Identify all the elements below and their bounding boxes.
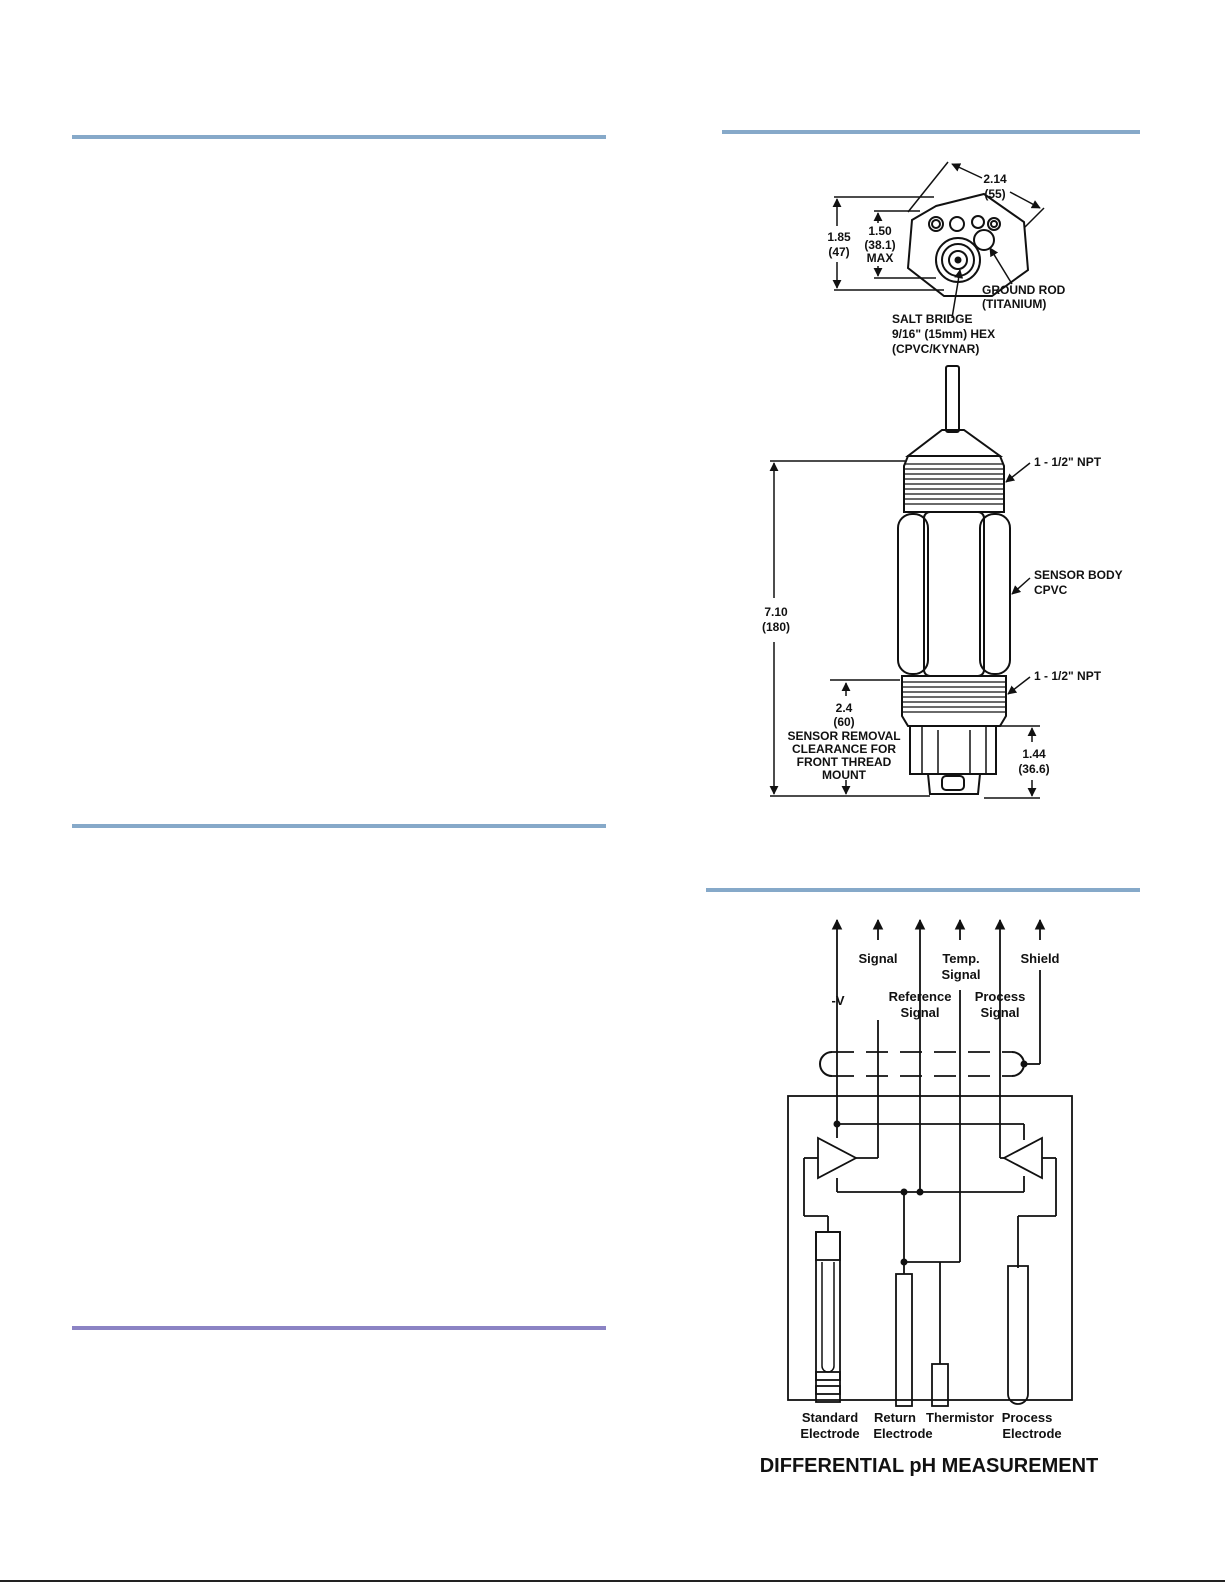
label-reference-1: Reference [889,989,952,1004]
clearance-line-3: FRONT THREAD [797,755,892,769]
sensor-tip [909,725,997,775]
label-return-1: Return [874,1410,916,1425]
dim-7-10: 7.10 [764,605,788,619]
ground-rod-material: (TITANIUM) [982,297,1046,311]
sensor-tip-cap [926,773,982,795]
ground-rod-port [973,229,995,251]
salt-bridge-material: (CPVC/KYNAR) [892,342,979,356]
label-temp-2: Signal [941,967,980,982]
section-rule-left-middle [72,824,606,828]
hex-flat-center [923,511,985,677]
label-reference-2: Signal [900,1005,939,1020]
section-rule-left-bottom [72,1326,606,1330]
npt-bottom-label: 1 - 1/2" NPT [1034,669,1102,683]
port-circle [949,216,965,232]
enclosure [787,1095,1073,1401]
schematic-title: DIFFERENTIAL pH MEASUREMENT [760,1455,1099,1477]
section-rule-left-top [72,135,606,139]
upper-threads-outline [903,455,1005,513]
label-standard-1: Standard [802,1410,858,1425]
thermistor [931,1363,949,1407]
lower-threads-outline [901,675,1007,727]
standard-amplifier [817,1136,858,1180]
dim-1-50: 1.50 [868,224,892,238]
process-electrode [1007,1265,1029,1405]
port-circle [971,215,985,229]
side-view-dimension-lines [769,460,1040,799]
standard-electrode [815,1231,841,1403]
label-standard-2: Electrode [800,1426,859,1441]
small-port [987,217,1001,231]
process-amplifier [1002,1136,1043,1180]
label-process-2: Signal [980,1005,1019,1020]
label-process-1: Process [975,989,1026,1004]
end-view-dimension-lines [832,161,1045,319]
dim-1-44-mm: (36.6) [1018,762,1049,776]
section-rule-right-bottom [706,888,1140,892]
dim-1-50-mm: (38.1) [864,238,895,252]
hex-flat-right [979,513,1011,675]
dim-1-44: 1.44 [1022,747,1046,761]
sensor-body-material: CPVC [1034,583,1068,597]
section-rule-right-top [722,130,1140,134]
clearance-line-2: CLEARANCE FOR [792,742,896,756]
dim-2-4-mm: (60) [833,715,854,729]
return-electrode [895,1273,913,1407]
small-port [928,216,944,232]
page-bottom-line [0,1580,1225,1582]
label-shield: Shield [1020,951,1059,966]
side-view-labels: 1 - 1/2" NPT SENSOR BODY CPVC 1 - 1/2" N… [762,455,1123,782]
label-signal: Signal [858,951,897,966]
cable [945,365,960,433]
dim-1-85: 1.85 [827,230,851,244]
upper-threads [904,463,1004,505]
dim-2-14: 2.14 [983,172,1007,186]
lower-threads [902,681,1006,713]
schematic-labels: Signal Temp. Signal Shield -V Reference … [760,951,1099,1477]
label-return-2: Electrode [873,1426,932,1441]
ground-rod-label: GROUND ROD [982,283,1066,297]
salt-bridge-hex: 9/16" (15mm) HEX [892,327,995,341]
label-process-electrode-2: Electrode [1002,1426,1061,1441]
dim-2-14-mm: (55) [984,187,1005,201]
label-neg-v: -V [832,993,845,1008]
dim-1-85-mm: (47) [828,245,849,259]
dim-2-4: 2.4 [836,701,853,715]
dim-1-50-max: MAX [867,251,894,265]
dim-7-10-mm: (180) [762,620,790,634]
sensor-body-label: SENSOR BODY [1034,568,1123,582]
hex-head-outline [906,192,1030,297]
label-temp-1: Temp. [942,951,979,966]
end-view-labels: 2.14 (55) 1.85 (47) 1.50 (38.1) MAX GROU… [827,172,1065,356]
hex-flat-left [897,513,929,675]
clearance-line-1: SENSOR REMOVAL [787,729,900,743]
schematic-wiring [787,918,1073,1407]
label-process-electrode-1: Process [1002,1410,1053,1425]
schematic-junctions [833,1060,1028,1266]
clearance-line-4: MOUNT [822,768,867,782]
cable-shield [819,1051,833,1077]
salt-bridge-label: SALT BRIDGE [892,312,972,326]
sensor-side-view [897,365,1011,795]
label-thermistor: Thermistor [926,1410,994,1425]
cable-cone [905,429,1004,457]
npt-top-label: 1 - 1/2" NPT [1034,455,1102,469]
